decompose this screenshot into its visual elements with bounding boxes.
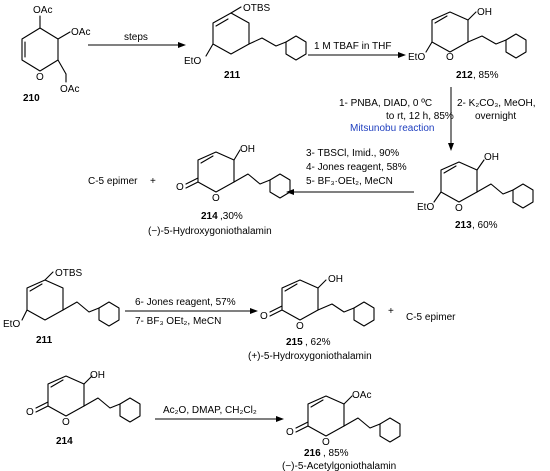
- compound-number: 212: [456, 70, 473, 81]
- compound-211: OTBS EtO 211: [3, 268, 120, 346]
- ring-oxygen: O: [212, 193, 220, 204]
- byproduct-label: C-5 epimer: [88, 176, 138, 187]
- compound-number: 211: [224, 70, 241, 81]
- compound-name: (−)-5-Hydroxygoniothalamin: [148, 226, 272, 237]
- compound-number: 214: [201, 211, 218, 222]
- hydroxyl-group: OH: [240, 144, 255, 155]
- ring-oxygen: O: [296, 321, 304, 332]
- compound-number: 211: [36, 335, 53, 346]
- compound-name: (+)-5-Hydroxygoniothalamin: [248, 351, 372, 362]
- compound-216: OAc O O 216 , 85% (−)-5-Acetylgoniothala…: [282, 390, 401, 471]
- ring-oxygen: O: [455, 203, 463, 214]
- ring-oxygen: O: [36, 72, 44, 83]
- carbonyl-oxygen: O: [286, 427, 294, 438]
- reagent-label: 2- K₂CO₃, MeOH,: [457, 98, 536, 109]
- carbonyl-oxygen: O: [176, 182, 184, 193]
- compound-number: 214: [56, 436, 73, 447]
- arrow-jones: 6- Jones reagent, 57% 7- BF₃ OEt₂, MeCN: [125, 297, 258, 327]
- oac-group: OAc: [33, 5, 52, 16]
- ring-oxygen: O: [322, 437, 330, 448]
- byproduct-label: C-5 epimer: [406, 312, 456, 323]
- reagent-label: 7- BF₃ OEt₂, MeCN: [135, 316, 221, 327]
- reagent-label: Ac₂O, DMAP, CH₂Cl₂: [163, 405, 257, 416]
- arrow-acetylation: Ac₂O, DMAP, CH₂Cl₂: [155, 405, 284, 422]
- yield: ,30%: [220, 211, 243, 222]
- ring-oxygen: O: [62, 417, 70, 428]
- arrow-three-steps: 3- TBSCl, Imid., 90% 4- Jones reagent, 5…: [286, 148, 414, 195]
- reagent-label: steps: [124, 32, 148, 43]
- eto-group: EtO: [417, 202, 434, 213]
- eto-group: EtO: [184, 56, 201, 67]
- compound-212: OH O EtO 212 , 85%: [408, 7, 527, 81]
- reagent-label: 1- PNBA, DIAD, 0 ºC: [339, 98, 432, 109]
- compound-213: OH O EtO 213 , 60%: [417, 152, 534, 231]
- arrow-tbaf: 1 M TBAF in THF: [308, 41, 406, 58]
- reagent-label: 1 M TBAF in THF: [314, 41, 391, 52]
- carbonyl-oxygen: O: [26, 407, 34, 418]
- hydroxyl-group: OH: [477, 7, 492, 18]
- carbonyl-oxygen: O: [260, 311, 268, 322]
- compound-210: OAc OAc O OAc 210: [21, 5, 90, 104]
- yield: , 60%: [472, 220, 498, 231]
- compound-211: OTBS EtO 211: [184, 3, 307, 81]
- reagent-label: 6- Jones reagent, 57%: [135, 297, 236, 308]
- hydroxyl-group: OH: [328, 274, 343, 285]
- compound-number: 215: [286, 337, 303, 348]
- yield: , 85%: [473, 70, 499, 81]
- named-reaction-label: Mitsunobu reaction: [350, 123, 435, 134]
- hydroxyl-group: OH: [90, 370, 105, 381]
- compound-number: 210: [23, 93, 40, 104]
- compound-214: OH O O 214 ,30% (−)-5-Hydroxygoniothalam…: [148, 144, 291, 237]
- reagent-label: to rt, 12 h, 85%: [386, 111, 454, 122]
- acetoxy-group: OAc: [352, 390, 371, 401]
- arrow-mitsunobu: 1- PNBA, DIAD, 0 ºC to rt, 12 h, 85% Mit…: [339, 87, 536, 151]
- reagent-label: 5- BF₃·OEt₂, MeCN: [306, 176, 393, 187]
- yield: , 85%: [323, 448, 349, 459]
- reagent-label: 3- TBSCl, Imid., 90%: [306, 148, 399, 159]
- reagent-label: overnight: [475, 111, 516, 122]
- plus-sign: +: [150, 176, 156, 187]
- compound-number: 216: [304, 448, 321, 459]
- compound-215: OH O O 215 , 62% (+)-5-Hydroxygoniothala…: [248, 274, 375, 362]
- otbs-group: OTBS: [55, 268, 83, 279]
- oac-group: OAc: [71, 27, 90, 38]
- eto-group: EtO: [408, 52, 425, 63]
- hydroxyl-group: OH: [484, 152, 499, 163]
- eto-group: EtO: [3, 319, 20, 330]
- yield: , 62%: [305, 337, 331, 348]
- ring-oxygen: O: [446, 52, 454, 63]
- compound-name: (−)-5-Acetylgoniothalamin: [282, 461, 396, 471]
- arrow-steps: steps: [88, 32, 186, 48]
- compound-number: 213: [455, 220, 472, 231]
- compound-214: OH O O 214: [26, 370, 141, 447]
- plus-sign: +: [388, 306, 394, 317]
- otbs-group: OTBS: [243, 3, 271, 14]
- reagent-label: 4- Jones reagent, 58%: [306, 162, 407, 173]
- oac-group: OAc: [60, 84, 79, 95]
